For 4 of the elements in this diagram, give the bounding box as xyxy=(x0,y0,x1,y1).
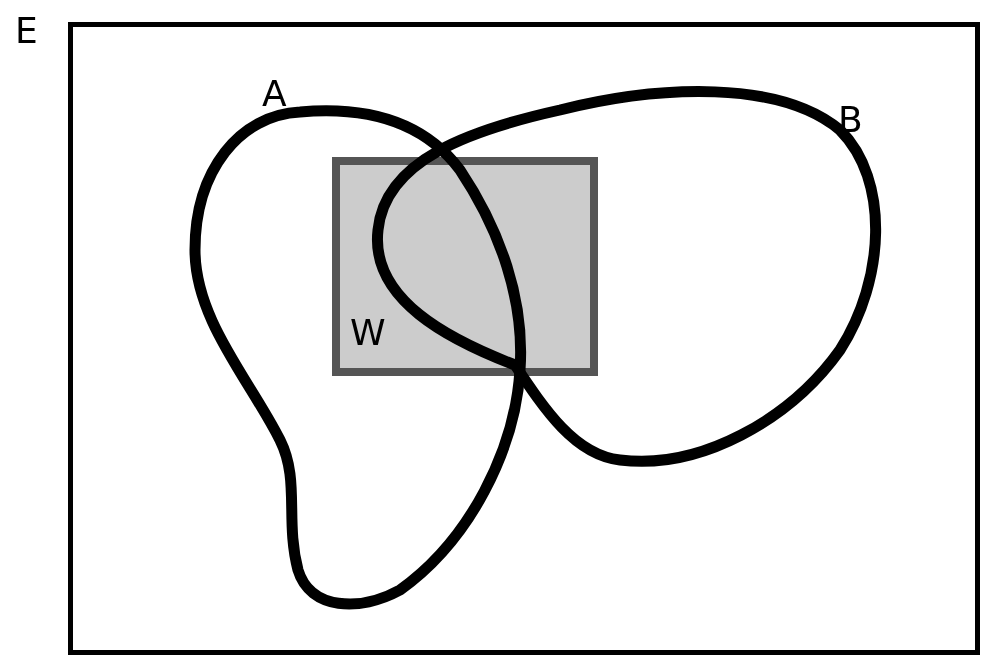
set-label: E xyxy=(15,13,38,49)
set-label: W xyxy=(350,315,386,351)
set-label: A xyxy=(262,76,287,112)
subset-rectangle xyxy=(332,157,598,376)
